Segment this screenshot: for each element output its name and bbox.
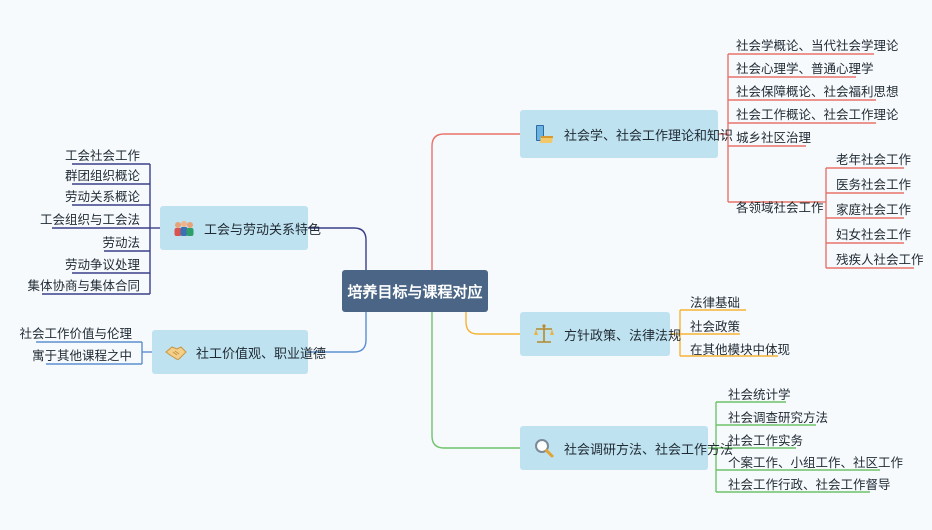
leaf-sub-5[interactable]: 残疾人社会工作: [836, 251, 924, 267]
leaf-union-5[interactable]: 劳动法: [102, 234, 140, 250]
magnifier-icon: [535, 439, 554, 458]
policy-bracket: [670, 309, 778, 357]
leaf-method-2[interactable]: 社会调查研究方法: [728, 409, 829, 425]
method-bracket: [708, 401, 880, 493]
leaf-sub-4[interactable]: 妇女社会工作: [836, 226, 912, 242]
leaf-union-1[interactable]: 工会社会工作: [64, 147, 140, 163]
leaf-method-4[interactable]: 个案工作、小组工作、社区工作: [728, 454, 904, 470]
branch-ethics-label: 社工价值观、职业道德: [196, 346, 327, 362]
people-icon: [174, 221, 194, 236]
leaf-method-5[interactable]: 社会工作行政、社会工作督导: [728, 476, 891, 492]
leaf-sub-1[interactable]: 老年社会工作: [836, 151, 912, 167]
leaf-theory-6[interactable]: 各领域社会工作: [736, 199, 824, 215]
leaf-policy-1[interactable]: 法律基础: [690, 294, 741, 310]
branch-method-label: 社会调研方法、社会工作方法: [564, 442, 734, 458]
leaf-policy-3[interactable]: 在其他模块中体现: [690, 341, 791, 357]
branch-policy[interactable]: 方针政策、法律法规: [520, 312, 681, 356]
leaf-theory-3[interactable]: 社会保障概论、社会福利思想: [736, 83, 899, 99]
link-union: [308, 227, 367, 270]
leaf-sub-2[interactable]: 医务社会工作: [836, 176, 912, 192]
leaf-theory-1[interactable]: 社会学概论、当代社会学理论: [736, 37, 899, 53]
link-method: [431, 312, 520, 449]
central-topic[interactable]: 培养目标与课程对应: [342, 270, 488, 312]
leaf-union-7[interactable]: 集体协商与集体合同: [27, 277, 140, 293]
leaf-union-6[interactable]: 劳动争议处理: [64, 256, 140, 272]
branch-theory[interactable]: 社会学、社会工作理论和知识: [520, 110, 733, 158]
leaf-theory-2[interactable]: 社会心理学、普通心理学: [736, 60, 874, 76]
scales-icon: [534, 324, 554, 343]
branch-theory-label: 社会学、社会工作理论和知识: [564, 128, 734, 144]
branch-ethics[interactable]: 社工价值观、职业道德: [152, 330, 326, 374]
book-icon: [536, 125, 553, 143]
theory-bracket: [718, 53, 914, 269]
leaf-method-3[interactable]: 社会工作实务: [728, 432, 804, 448]
branch-policy-label: 方针政策、法律法规: [564, 328, 682, 344]
leaf-method-1[interactable]: 社会统计学: [728, 386, 791, 402]
branch-method[interactable]: 社会调研方法、社会工作方法: [520, 426, 733, 470]
branch-union[interactable]: 工会与劳动关系特色: [160, 206, 321, 250]
link-theory: [431, 133, 520, 270]
leaf-union-4[interactable]: 工会组织与工会法: [39, 211, 140, 227]
handshake-icon: [165, 346, 187, 360]
link-policy: [465, 312, 520, 335]
leaf-ethics-2[interactable]: 寓于其他课程之中: [31, 347, 132, 363]
leaf-union-2[interactable]: 群团组织概论: [64, 167, 140, 183]
leaf-policy-2[interactable]: 社会政策: [690, 318, 741, 334]
leaf-sub-3[interactable]: 家庭社会工作: [836, 201, 912, 217]
leaf-theory-5[interactable]: 城乡社区治理: [736, 129, 812, 145]
ethics-bracket: [36, 341, 152, 365]
link-ethics: [308, 312, 367, 353]
union-bracket: [42, 163, 160, 295]
leaf-union-3[interactable]: 劳动关系概论: [64, 188, 140, 204]
leaf-theory-4[interactable]: 社会工作概论、社会工作理论: [736, 106, 899, 122]
branch-union-label: 工会与劳动关系特色: [204, 222, 322, 238]
leaf-ethics-1[interactable]: 社会工作价值与伦理: [19, 325, 132, 341]
